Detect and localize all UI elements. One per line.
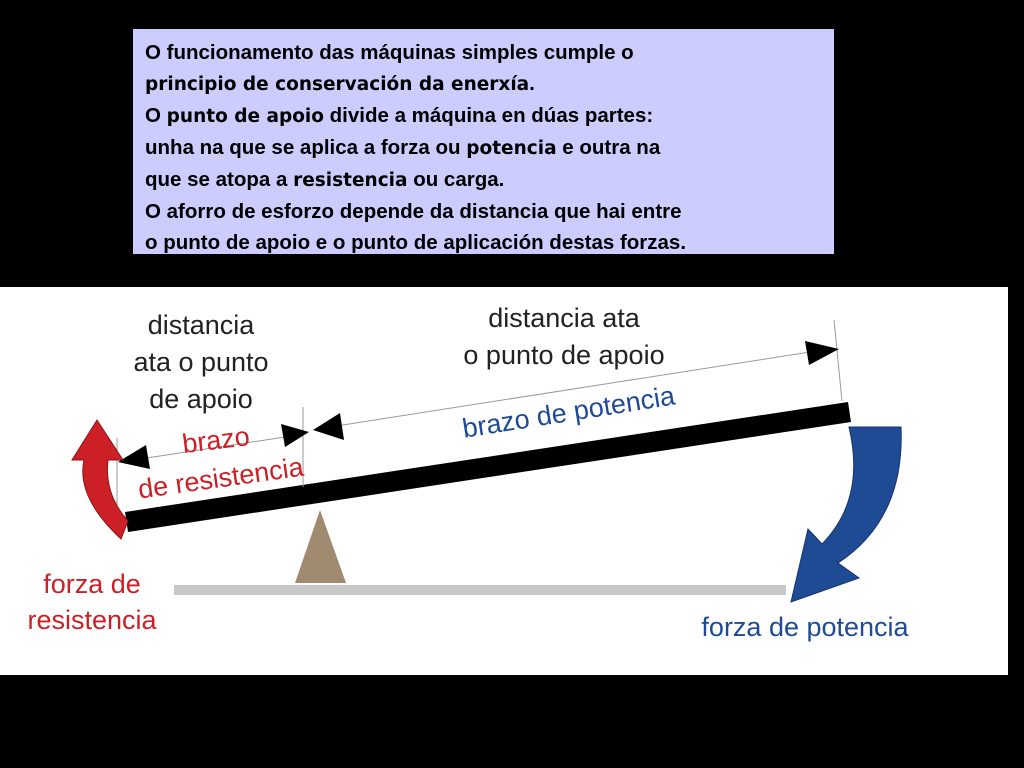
text-line-4: unha na que se aplica a forza ou potenci…	[145, 132, 822, 164]
text-l5-start: que se atopa a	[145, 168, 294, 191]
text-l7: o punto de apoio e o punto de aplicación…	[145, 231, 687, 254]
resistance-force-arrow	[71, 419, 129, 540]
text-line-7: o punto de apoio e o punto de aplicación…	[145, 227, 822, 258]
power-arm-dimension-line	[329, 351, 811, 428]
resistance-arm-arrowhead-right	[281, 424, 309, 447]
lever-diagram: distancia ata o punto de apoio distancia…	[0, 287, 1008, 675]
lever-bar	[125, 402, 851, 532]
fulcrum-triangle	[295, 510, 346, 583]
distance-left-label-1: distancia	[148, 310, 256, 340]
text-line-3: O punto de apoio divide a máquina en dúa…	[145, 100, 822, 132]
text-l4-start: unha na que se aplica a forza ou	[145, 136, 467, 159]
resistance-force-label-2: resistencia	[27, 605, 157, 635]
text-l2-emph: principio de conservación da enerxía	[145, 74, 530, 95]
text-l6: O aforro de esforzo depende da distancia…	[145, 200, 682, 223]
text-line-1: O funcionamento das máquinas simples cum…	[145, 37, 822, 68]
text-l3-end: divide a máquina en dúas partes:	[323, 104, 654, 127]
text-l4-end: e outra na	[556, 136, 661, 159]
power-arm-arrowhead-left	[313, 413, 344, 440]
distance-left-label-2: ata o punto	[133, 347, 268, 377]
resistance-force-label-1: forza de	[43, 569, 141, 599]
text-l1: O funcionamento das máquinas simples cum…	[145, 41, 634, 64]
text-l3-emph: punto de apoio	[166, 106, 324, 127]
ground-line	[174, 585, 786, 595]
resistance-arm-label-1: brazo	[181, 421, 252, 459]
resistance-arm-arrowhead-left	[118, 445, 150, 469]
distance-right-label-2: o punto de apoio	[463, 340, 664, 370]
text-l4-emph: potencia	[466, 138, 557, 159]
text-l5-end: ou carga.	[407, 168, 505, 191]
extension-line-right	[833, 319, 843, 402]
text-l2-end: .	[529, 72, 535, 95]
text-line-6: O aforro de esforzo depende da distancia…	[145, 196, 822, 227]
lever-diagram-svg: distancia ata o punto de apoio distancia…	[27, 303, 909, 642]
distance-right-label-1: distancia ata	[488, 303, 641, 333]
text-line-5: que se atopa a resistencia ou carga.	[145, 164, 822, 196]
power-force-arrow	[790, 426, 902, 603]
distance-left-label-3: de apoio	[149, 384, 253, 414]
power-arm-arrowhead-right	[805, 341, 839, 365]
text-l3-start: O	[145, 104, 167, 127]
resistance-arm-dimension-line	[139, 436, 286, 460]
explanation-text-box: O funcionamento das máquinas simples cum…	[133, 29, 834, 254]
power-force-label: forza de potencia	[701, 612, 909, 642]
text-line-2: principio de conservación da enerxía.	[145, 68, 822, 100]
text-l5-emph: resistencia	[293, 170, 408, 191]
